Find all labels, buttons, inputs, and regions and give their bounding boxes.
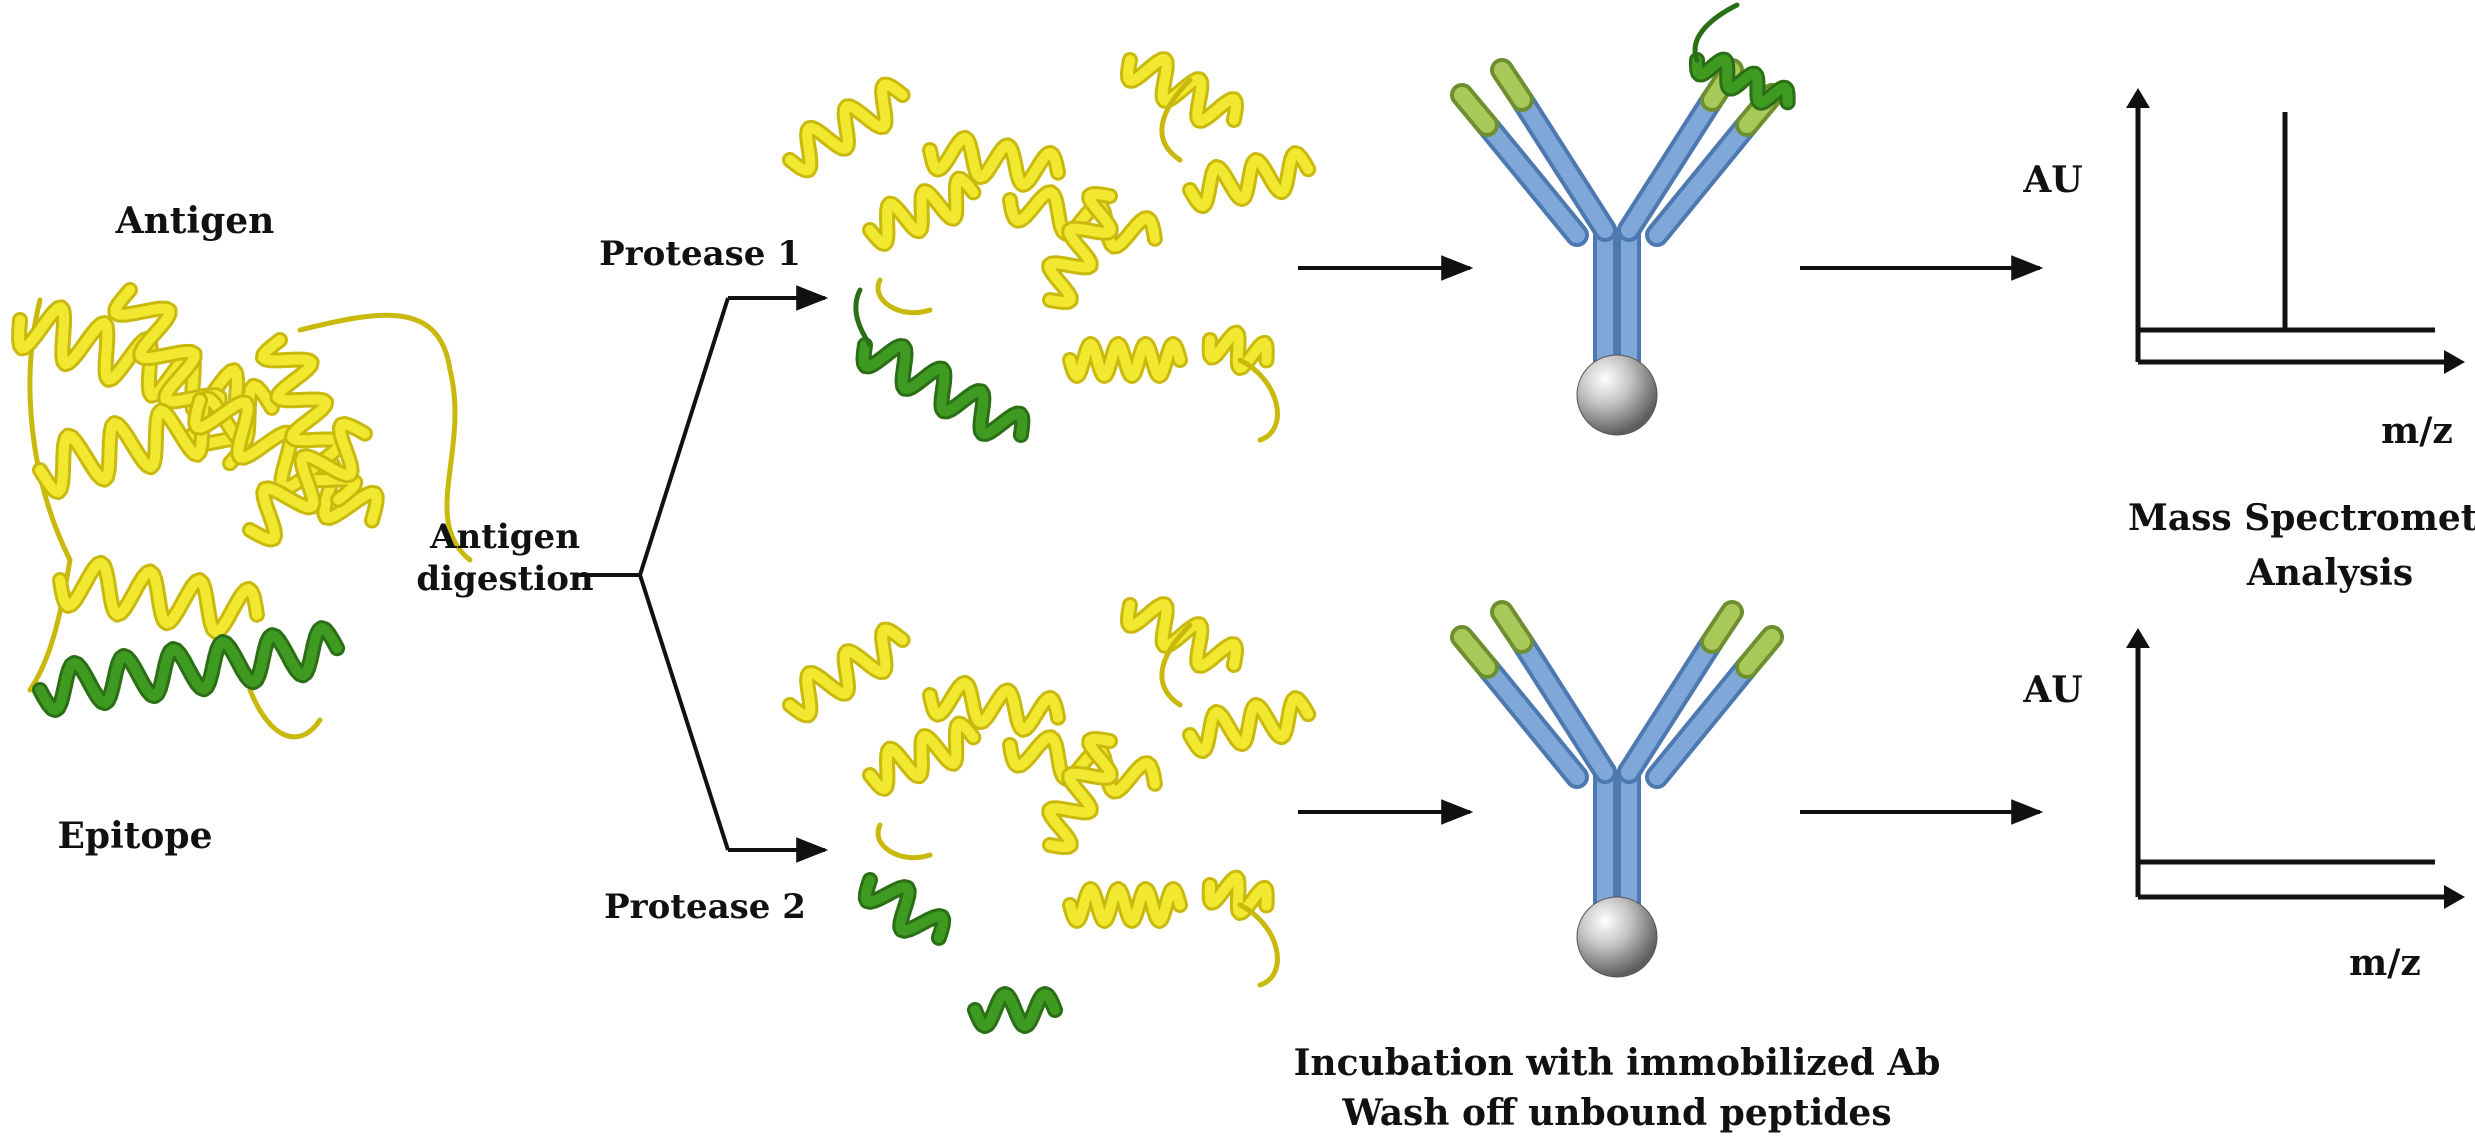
spectrum-top-xlabel: m/z — [2381, 410, 2453, 452]
immobilization-bead — [1576, 354, 1658, 436]
spectrum-top-ylabel: AU — [2022, 159, 2082, 201]
helix-ribbon — [925, 132, 1063, 190]
helix-ribbon — [858, 340, 1028, 440]
antibody-binding-tip — [1454, 629, 1495, 675]
coil-loop — [875, 277, 933, 316]
antigen-label: Antigen — [115, 200, 275, 242]
helix-ribbon — [970, 989, 1060, 1031]
coil-loop — [1237, 902, 1280, 988]
antibody-chain — [1479, 659, 1585, 785]
helix-ribbon — [1065, 339, 1185, 381]
immobilization-bead — [1576, 896, 1658, 978]
coil-loop — [297, 312, 473, 563]
coil-loop — [27, 297, 73, 693]
spectrum-bottom-xlabel: m/z — [2349, 942, 2421, 984]
antibody-binding-tip — [1704, 604, 1740, 650]
helix-ribbon — [865, 173, 979, 249]
mass-spectrum-bottom — [2126, 628, 2465, 909]
coil-loop — [1692, 2, 1740, 63]
immobilized-antibody-bottom — [1450, 600, 1784, 978]
antigen-digestion-label-line2: digestion — [416, 559, 593, 599]
epitope-label: Epitope — [57, 815, 212, 857]
antigen-protein — [11, 282, 473, 740]
protease-2-label: Protease 2 — [604, 887, 806, 927]
helix-ribbon — [1005, 187, 1160, 252]
coil-loop — [1237, 357, 1280, 443]
antibody-chain — [1649, 659, 1755, 785]
helix-ribbon — [55, 557, 262, 637]
helix-ribbon — [190, 395, 382, 526]
antibody-binding-tip — [1494, 604, 1530, 650]
coil-loop — [247, 687, 323, 740]
antibody-binding-tip — [1739, 629, 1780, 675]
antibody-chain — [1514, 92, 1613, 238]
helix-ribbon — [1204, 327, 1272, 373]
helix-ribbon — [860, 875, 949, 943]
helix-ribbon — [865, 718, 979, 794]
helix-ribbon — [1065, 884, 1185, 926]
coil-loop — [1159, 77, 1193, 163]
immobilized-antibody-top — [1450, 2, 1796, 436]
helix-ribbon — [925, 677, 1063, 735]
antibody-chain — [1649, 117, 1755, 243]
analysis-arrows — [1800, 255, 2044, 825]
incubation-label-line2: Wash off unbound peptides — [1341, 1092, 1891, 1134]
helix-ribbon — [35, 623, 343, 715]
digestion-branch-arrows — [575, 285, 829, 863]
helix-ribbon — [1185, 693, 1314, 756]
helix-ribbon — [785, 624, 908, 721]
peptide-fragments-protease-1 — [782, 51, 1317, 443]
helix-ribbon — [1691, 54, 1793, 108]
coil-loop — [875, 822, 933, 861]
antibody-chain — [1621, 92, 1720, 238]
antibody-chain — [1479, 117, 1585, 243]
antigen-digestion-label-line1: Antigen — [429, 517, 580, 557]
helix-ribbon — [245, 419, 370, 545]
spectrum-bottom-ylabel: AU — [2022, 669, 2082, 711]
ms-analysis-label-line2: Analysis — [2246, 552, 2413, 594]
coil-loop — [1159, 622, 1193, 708]
incubation-label-line1: Incubation with immobilized Ab — [1294, 1042, 1941, 1084]
helix-ribbon — [1204, 872, 1272, 918]
helix-ribbon — [785, 79, 908, 176]
coil-loop — [853, 287, 873, 348]
protease-1-label: Protease 1 — [599, 234, 801, 274]
antibody-binding-tip — [1494, 62, 1530, 108]
helix-ribbon — [1005, 732, 1160, 797]
helix-ribbon — [1185, 148, 1314, 211]
helix-ribbon — [1044, 189, 1116, 307]
antibody-binding-tip — [1454, 87, 1495, 133]
mass-spectrum-top — [2126, 88, 2465, 374]
helix-ribbon — [1044, 734, 1116, 852]
ms-analysis-label-line1: Mass Spectrometric — [2128, 497, 2475, 539]
antibody-chain — [1621, 634, 1720, 780]
antibody-chain — [1514, 634, 1613, 780]
peptide-fragments-protease-2 — [782, 596, 1317, 1034]
incubation-arrows — [1298, 255, 1474, 825]
